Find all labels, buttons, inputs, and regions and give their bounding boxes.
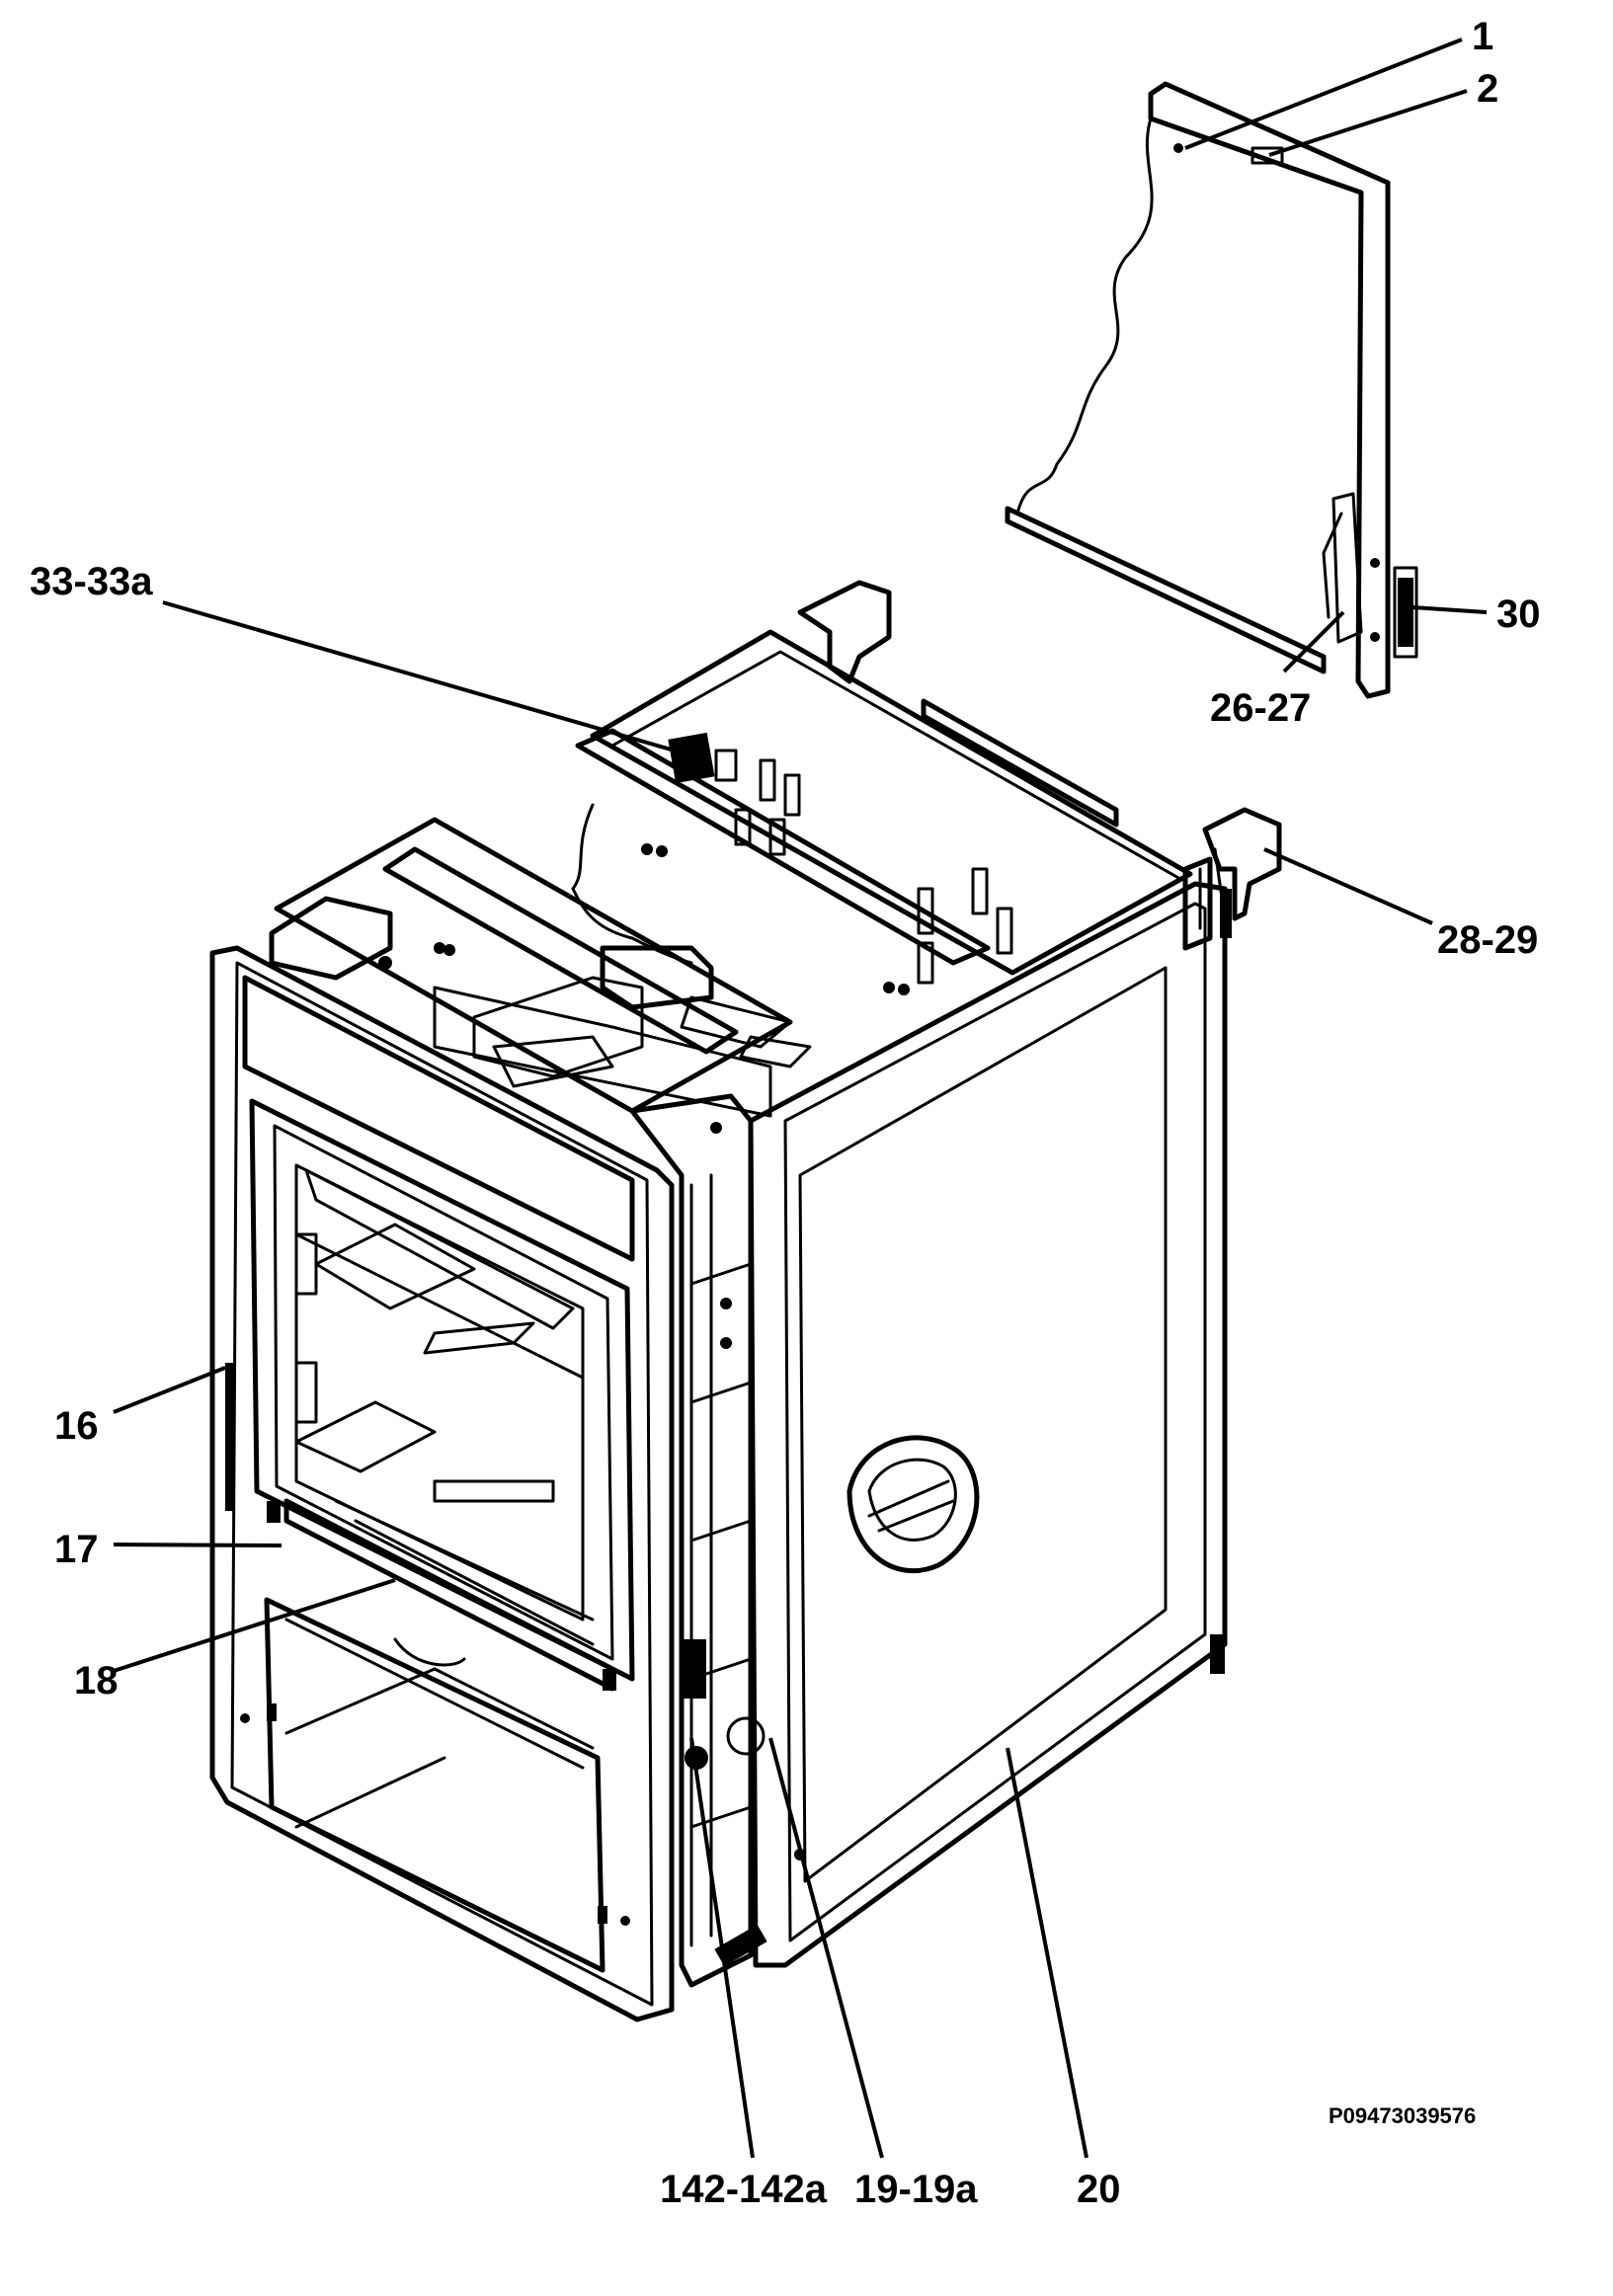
hinge-bracket-28-29: [1202, 807, 1282, 938]
callout-20: 20: [1077, 2168, 1121, 2211]
oven-cabinet: [269, 580, 1213, 1118]
callout-17: 17: [54, 1528, 99, 1571]
callout-142-142a: 142-142a: [660, 2168, 828, 2211]
callout-33-33a: 33-33a: [30, 560, 153, 603]
callout-1: 1: [1472, 15, 1493, 58]
detached-side-panel: [1005, 81, 1418, 699]
right-side-panel: [714, 881, 1228, 1968]
callout-30: 30: [1496, 593, 1541, 636]
reference-code: P09473039576: [1329, 2103, 1476, 2128]
callout-19-19a: 19-19a: [854, 2168, 978, 2211]
callout-18: 18: [74, 1659, 119, 1702]
leader-lines: [113, 38, 1488, 2159]
callout-28-29: 28-29: [1437, 918, 1538, 962]
callout-16: 16: [54, 1404, 99, 1448]
callout-2: 2: [1477, 67, 1498, 111]
side-channel: [629, 1093, 754, 1988]
callout-26-27: 26-27: [1210, 686, 1311, 730]
front-frame: [209, 945, 675, 2022]
